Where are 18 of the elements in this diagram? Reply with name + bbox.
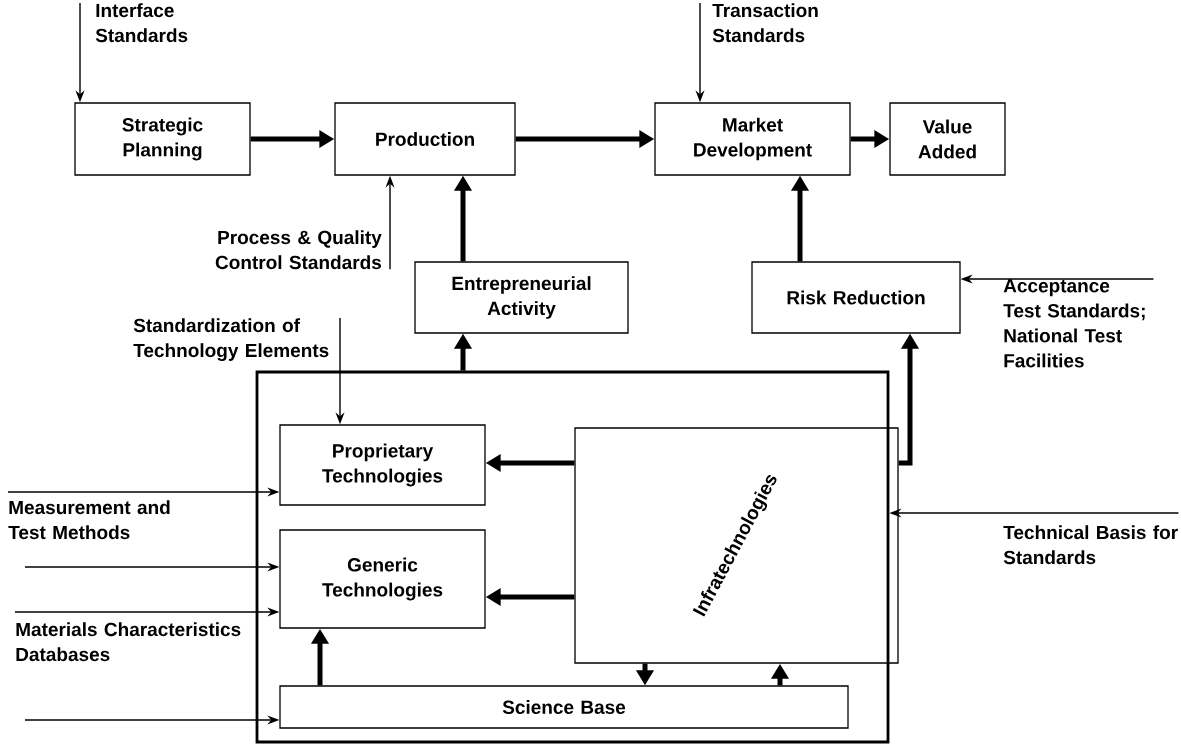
process-box: Strategic Planning (74, 102, 251, 176)
process-box: Science Base (279, 685, 849, 729)
process-box: Risk Reduction (751, 261, 961, 334)
standard-label: Interface Standards (95, 3, 188, 43)
standard-label: Standardization of Technology Elements (133, 318, 329, 361)
process-box: Entrepreneurial Activity (414, 261, 629, 334)
outer-box (255, 370, 890, 744)
standard-label: Measurement and Test Methods (8, 500, 170, 540)
standard-label: Materials Characteristics Databases (16, 622, 241, 662)
standard-label: Acceptance Test Standards; National Test Facilities (1003, 279, 1145, 368)
standard-label: Transaction Standards (712, 3, 818, 43)
standard-label: Process & Quality Control Standards (215, 230, 382, 270)
process-box: Market Development (654, 102, 851, 176)
process-box: Production (334, 102, 516, 176)
process-box: Proprietary Technologies (279, 424, 486, 506)
process-box: Value Added (889, 102, 1006, 176)
standard-label: Technical Basis for Standards (1003, 525, 1178, 565)
process-box: Generic Technologies (279, 529, 486, 629)
